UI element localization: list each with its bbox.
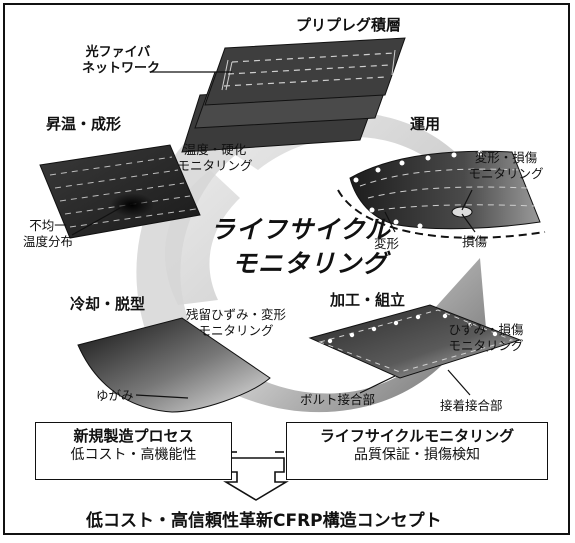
lifecycle-monitoring-sub: 品質保証・損傷検知 [354,447,480,463]
curing-panel [39,144,201,239]
prepreg-panels [181,37,406,153]
temp-cure-label: 温度・硬化 モニタリング [160,142,270,174]
deformation-label: 変形 [374,236,400,251]
optical-fiber-line1: 光ファイバ [85,45,151,60]
adhesive-joint-label: 接着接合部 [440,398,503,413]
lifecycle-monitoring-title: ライフサイクルモニタリング [319,427,515,445]
new-process-box: 新規製造プロセス 低コスト・高機能性 [35,422,232,480]
flow-connector [223,457,289,501]
frame [3,3,570,535]
temp-cure-line1: 温度・硬化 [183,142,247,157]
warpage-leader [135,394,189,399]
strain-damage-line1: ひずみ・損傷 [448,322,524,337]
cooling-panel [77,317,271,413]
bolt-leader [359,375,396,394]
deform-damage-label: 変形・損傷 モニタリング [456,150,556,182]
optical-fiber-line2: ネットワーク [82,61,161,76]
stage-curing: 昇温・成形 [46,115,122,133]
temp-cure-line2: モニタリング [177,158,253,173]
center-label-line1: ライフサイクル [210,215,391,244]
stage-operation: 運用 [410,115,441,133]
assembly-panel [308,304,522,379]
warpage-label: ゆがみ [96,388,134,403]
uneven-temp-label: 不均一 温度分布 [18,218,78,250]
damage-label: 損傷 [462,234,488,249]
bolt-joint-label: ボルト接合部 [300,392,376,407]
optical-fiber-label: 光ファイバ ネットワーク [82,45,161,77]
stage-cooling: 冷却・脱型 [70,295,146,313]
uneven-temp-line1: 不均一 [29,218,67,233]
deformation-leader [384,211,396,233]
residual-line2: モニタリング [198,323,274,338]
deform-damage-line1: 変形・損傷 [474,150,538,165]
strain-damage-line2: モニタリング [448,338,524,353]
uneven-leader [71,207,121,236]
damage-leader [461,213,476,233]
operation-panel [337,150,546,239]
concept-label: 低コスト・高信頼性革新CFRP構造コンセプト [86,511,442,531]
new-process-sub: 低コスト・高機能性 [70,447,197,463]
stage-prepreg: プリプレグ積層 [296,16,402,34]
new-process-title: 新規製造プロセス [73,427,194,445]
lifecycle-monitoring-box: ライフサイクルモニタリング 品質保証・損傷検知 [286,422,548,480]
residual-label: 残留ひずみ・変形 モニタリング [170,307,302,339]
center-label-line2: モニタリング [232,249,389,278]
residual-line1: 残留ひずみ・変形 [185,307,286,322]
deform-damage-leader [461,189,473,211]
strain-damage-label: ひずみ・損傷 モニタリング [432,322,540,354]
adhesive-leader [447,369,471,396]
deform-damage-line2: モニタリング [468,166,544,181]
stage-assembly: 加工・組立 [330,291,406,309]
uneven-temp-line2: 温度分布 [22,234,73,249]
